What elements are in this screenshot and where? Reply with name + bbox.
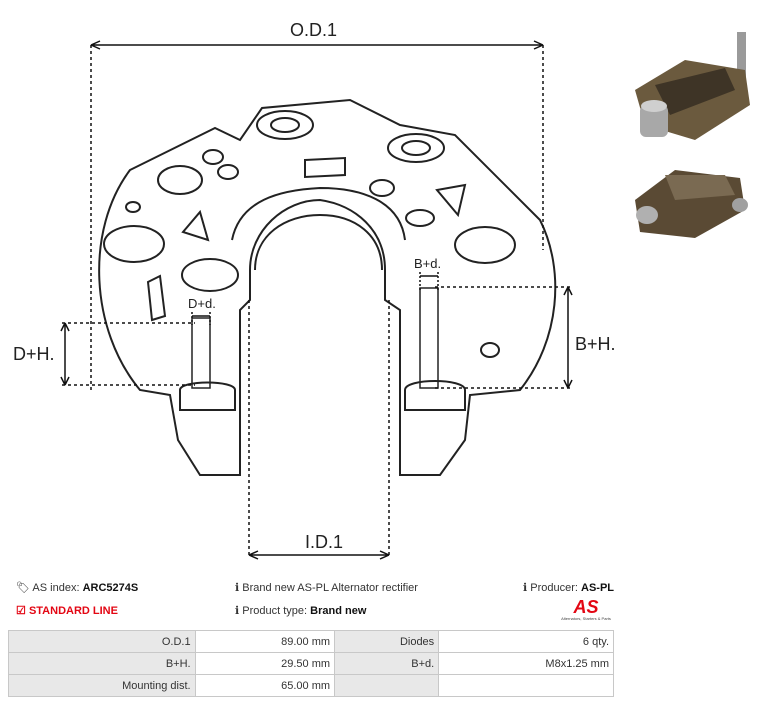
table-row: O.D.1 89.00 mm Diodes 6 qty.: [8, 630, 614, 653]
as-index-value: ARC5274S: [82, 582, 139, 594]
od1-label: O.D.1: [290, 20, 337, 40]
description: ℹ Brand new AS-PL Alternator rectifier: [235, 582, 418, 594]
as-pl-logo: AS Alternators, Starters & Parts: [561, 597, 611, 621]
product-type: ℹ Product type: Brand new: [235, 605, 367, 617]
product-photo-top: [635, 32, 750, 140]
info-icon: ℹ: [235, 605, 240, 617]
rectifier-technical-drawing: O.D.1 I.D.1 D+H. B+H. B+d. D+d.: [13, 20, 616, 560]
standard-line-badge: ☑ STANDARD LINE: [16, 605, 118, 617]
bd-label: B+d.: [414, 256, 441, 271]
dh-dimension-line: [60, 322, 70, 386]
dd-label: D+d.: [188, 296, 216, 311]
bh-label: B+H.: [575, 334, 616, 354]
info-icon: ℹ: [522, 582, 528, 594]
id1-label: I.D.1: [305, 532, 343, 552]
checkbox-icon: ☑: [16, 605, 26, 617]
table-row: Mounting dist. 65.00 mm: [8, 674, 614, 697]
rectifier-outline: [98, 98, 557, 476]
bh-dimension-line: [563, 286, 573, 389]
product-photo-bottom: [635, 170, 748, 238]
as-index: 🏷︎ AS index: ARC5274S: [16, 582, 139, 594]
od1-dimension-line: [90, 40, 544, 50]
dh-label: D+H.: [13, 344, 55, 364]
info-icon: ℹ: [235, 582, 240, 594]
specs-table: O.D.1 89.00 mm Diodes 6 qty. B+H. 29.50 …: [8, 630, 614, 697]
table-row: B+H. 29.50 mm B+d. M8x1.25 mm: [8, 652, 614, 675]
tags-icon: 🏷︎: [16, 582, 30, 594]
producer: ℹ Producer: AS-PL: [522, 582, 614, 594]
id1-dimension-line: [248, 550, 390, 560]
